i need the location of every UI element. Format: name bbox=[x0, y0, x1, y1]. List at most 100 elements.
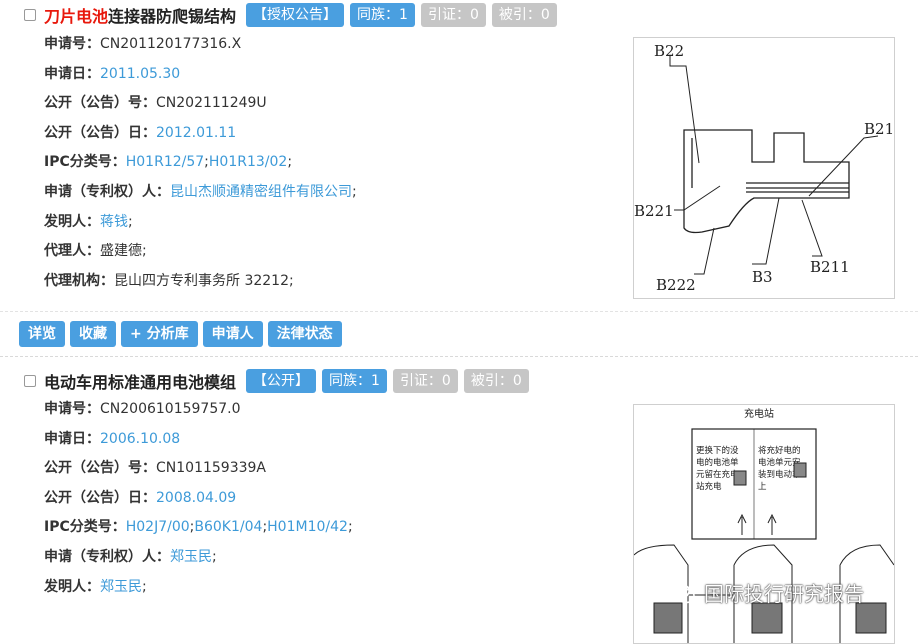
publication-date-link[interactable]: 2012.01.11 bbox=[156, 124, 237, 141]
applicant-row: 申请（专利权）人：昆山杰顺通精密组件有限公司; bbox=[44, 178, 357, 208]
drawing-text: 电池单元安 bbox=[758, 457, 801, 468]
agency-row: 代理机构：昆山四方专利事务所 32212; bbox=[44, 267, 357, 297]
application-number: CN200610159757.0 bbox=[100, 401, 241, 417]
application-number-label: 申请号： bbox=[44, 36, 100, 52]
drawing-text: 站充电 bbox=[696, 481, 722, 492]
inventor-link[interactable]: 郑玉民 bbox=[100, 578, 142, 595]
applicant-row: 申请（专利权）人：郑玉民; bbox=[44, 543, 353, 573]
title-highlight: 刀片电池 bbox=[44, 7, 109, 26]
favorite-button[interactable]: 收藏 bbox=[70, 321, 116, 347]
drawing-label: B221 bbox=[634, 202, 674, 220]
ipc-label: IPC分类号： bbox=[44, 154, 126, 171]
application-date-link[interactable]: 2011.05.30 bbox=[100, 65, 181, 82]
select-checkbox[interactable] bbox=[24, 9, 36, 21]
patent-record-1: 刀片电池连接器防爬锡结构 【授权公告】 同族：1 引证：0 被引：0 申请号：C… bbox=[19, 2, 895, 347]
record-actions: 详览 收藏 + 分析库 申请人 法律状态 bbox=[19, 321, 347, 347]
patent-title[interactable]: 电动车用标准通用电池模组 bbox=[44, 373, 237, 392]
drawing-text: 装到电动车 bbox=[758, 469, 801, 480]
divider bbox=[0, 311, 918, 312]
patent-drawing-thumbnail[interactable]: B22 B21 B221 B222 B3 B211 bbox=[633, 37, 895, 299]
publication-number-label: 公开（公告）号： bbox=[44, 95, 156, 112]
cited-by-badge: 被引：0 bbox=[463, 369, 529, 393]
record-title-row: 刀片电池连接器防爬锡结构 【授权公告】 同族：1 引证：0 被引：0 bbox=[24, 2, 563, 28]
ipc-link[interactable]: H01R12/57 bbox=[125, 154, 205, 171]
separator: ; bbox=[262, 519, 268, 536]
drawing-text: 将充好电的 bbox=[758, 445, 801, 456]
application-number: CN201120177316.X bbox=[100, 36, 242, 52]
applicant-label: 申请（专利权）人： bbox=[44, 183, 170, 200]
drawing-label: B211 bbox=[810, 258, 850, 276]
publication-number-row: 公开（公告）号：CN202111249U bbox=[44, 89, 357, 119]
drawing-text: 元留在充电 bbox=[696, 469, 739, 480]
separator: ; bbox=[128, 213, 133, 230]
title-rest: 连接器防爬锡结构 bbox=[108, 7, 237, 26]
publication-date-link[interactable]: 2008.04.09 bbox=[156, 489, 237, 506]
cited-by-badge: 被引：0 bbox=[491, 3, 557, 27]
drawing-label: B3 bbox=[752, 268, 773, 286]
patent-title[interactable]: 刀片电池连接器防爬锡结构 bbox=[44, 3, 236, 27]
record-fields: 申请号：CN201120177316.X 申请日：2011.05.30 公开（公… bbox=[44, 30, 357, 296]
family-badge[interactable]: 同族：1 bbox=[322, 369, 387, 393]
charging-station-drawing: 充电站 更换下的没 电的电池单 元留在充电 站充电 将充好电的 电池单元安 装到… bbox=[634, 407, 894, 643]
separator: ; bbox=[352, 183, 357, 200]
application-date-row: 申请日：2011.05.30 bbox=[44, 60, 357, 90]
patent-record-2: 电动车用标准通用电池模组 【公开】 同族：1 引证：0 被引：0 申请号：CN2… bbox=[0, 366, 918, 644]
drawing-text: 上 bbox=[758, 482, 767, 492]
ipc-link[interactable]: H01R13/02 bbox=[208, 154, 288, 171]
drawing-text: 更换下的没 bbox=[696, 445, 739, 456]
status-badge: 【授权公告】 bbox=[246, 3, 345, 27]
drawing-text: 电的电池单 bbox=[696, 457, 739, 468]
agency-value: 昆山四方专利事务所 32212; bbox=[114, 272, 294, 289]
inventor-label: 发明人： bbox=[44, 213, 100, 230]
separator: ; bbox=[142, 578, 147, 595]
applicant-button[interactable]: 申请人 bbox=[202, 321, 263, 347]
applicant-link[interactable]: 郑玉民 bbox=[170, 548, 212, 565]
agent-row: 代理人：盛建德; bbox=[44, 237, 357, 267]
inventor-link[interactable]: 蒋钱 bbox=[100, 213, 128, 230]
separator: ; bbox=[189, 519, 195, 536]
publication-date-row: 公开（公告）日：2008.04.09 bbox=[44, 484, 353, 514]
agent-label: 代理人： bbox=[44, 243, 100, 260]
patent-drawing-thumbnail[interactable]: 充电站 更换下的没 电的电池单 元留在充电 站充电 将充好电的 电池单元安 装到… bbox=[633, 404, 895, 644]
applicant-label: 申请（专利权）人： bbox=[44, 548, 170, 565]
application-date-link[interactable]: 2006.10.08 bbox=[100, 430, 181, 447]
ipc-link[interactable]: H01M10/42 bbox=[267, 519, 348, 536]
publication-number-row: 公开（公告）号：CN101159339A bbox=[44, 454, 353, 484]
record-fields: 申请号：CN200610159757.0 申请日：2006.10.08 公开（公… bbox=[44, 395, 353, 602]
legal-status-button[interactable]: 法律状态 bbox=[267, 321, 342, 347]
inventor-row: 发明人：蒋钱; bbox=[44, 208, 357, 238]
cited-badge: 引证：0 bbox=[420, 3, 486, 27]
drawing-label: B222 bbox=[656, 276, 696, 294]
add-to-analysis-button[interactable]: + 分析库 bbox=[121, 321, 198, 347]
watermark-text: 国际投行研究报告 bbox=[704, 582, 864, 606]
application-number-row: 申请号：CN200610159757.0 bbox=[44, 395, 353, 425]
ipc-row: IPC分类号：H01R12/57;H01R13/02; bbox=[44, 148, 357, 178]
publication-date-label: 公开（公告）日： bbox=[44, 124, 156, 141]
publication-date-row: 公开（公告）日：2012.01.11 bbox=[44, 119, 357, 149]
application-number-label: 申请号： bbox=[44, 401, 100, 417]
ipc-label: IPC分类号： bbox=[44, 519, 126, 536]
agency-label: 代理机构： bbox=[44, 272, 114, 289]
cited-badge: 引证：0 bbox=[392, 369, 458, 393]
application-date-label: 申请日： bbox=[44, 430, 100, 447]
connector-drawing: B22 B21 B221 B222 B3 B211 bbox=[634, 42, 894, 294]
select-checkbox[interactable] bbox=[24, 375, 36, 387]
drawing-title: 充电站 bbox=[744, 407, 774, 420]
publication-number-label: 公开（公告）号： bbox=[44, 460, 156, 477]
agent-value: 盛建德; bbox=[100, 243, 147, 260]
inventor-row: 发明人：郑玉民; bbox=[44, 573, 353, 603]
ipc-row: IPC分类号：H02J7/00;B60K1/04;H01M10/42; bbox=[44, 513, 353, 543]
drawing-label: B22 bbox=[654, 42, 684, 60]
family-badge[interactable]: 同族：1 bbox=[350, 3, 415, 27]
ipc-link[interactable]: H02J7/00 bbox=[125, 519, 190, 536]
detail-button[interactable]: 详览 bbox=[19, 321, 65, 347]
application-number-row: 申请号：CN201120177316.X bbox=[44, 30, 357, 60]
applicant-link[interactable]: 昆山杰顺通精密组件有限公司 bbox=[170, 183, 352, 200]
separator: ; bbox=[212, 548, 217, 565]
drawing-label: B21 bbox=[864, 120, 894, 138]
separator: ; bbox=[347, 519, 353, 536]
status-badge: 【公开】 bbox=[246, 369, 317, 393]
ipc-link[interactable]: B60K1/04 bbox=[194, 519, 263, 536]
inventor-label: 发明人： bbox=[44, 578, 100, 595]
separator: ; bbox=[287, 154, 293, 171]
